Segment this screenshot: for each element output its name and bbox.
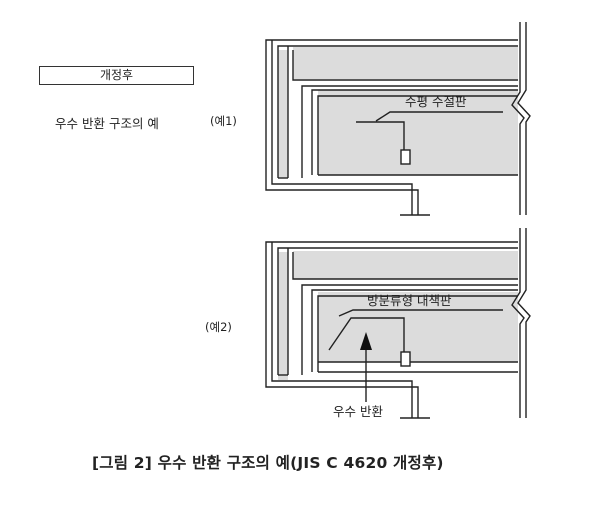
diagram-subtitle: 우수 반환 구조의 예 [55, 116, 159, 131]
example-2-structure [265, 241, 518, 419]
callout-horizontal-plate: 수평 수절판 [405, 94, 467, 109]
arrow-label-rain-return: 우수 반환 [333, 404, 383, 419]
example-2-label: (예2) [205, 320, 232, 334]
figure-caption: [그림 2] 우수 반환 구조의 예(JIS C 4620 개정후) [92, 454, 444, 472]
example-1-structure [265, 39, 518, 216]
callout-deflector-plate: 방분류형 대책판 [367, 293, 452, 308]
revision-label-box: 개정후 [39, 66, 194, 85]
example-1-break-line [511, 22, 531, 215]
example-2-break-line [511, 228, 531, 418]
rain-return-arrow [360, 332, 372, 402]
example-1-label: (예1) [210, 114, 237, 128]
